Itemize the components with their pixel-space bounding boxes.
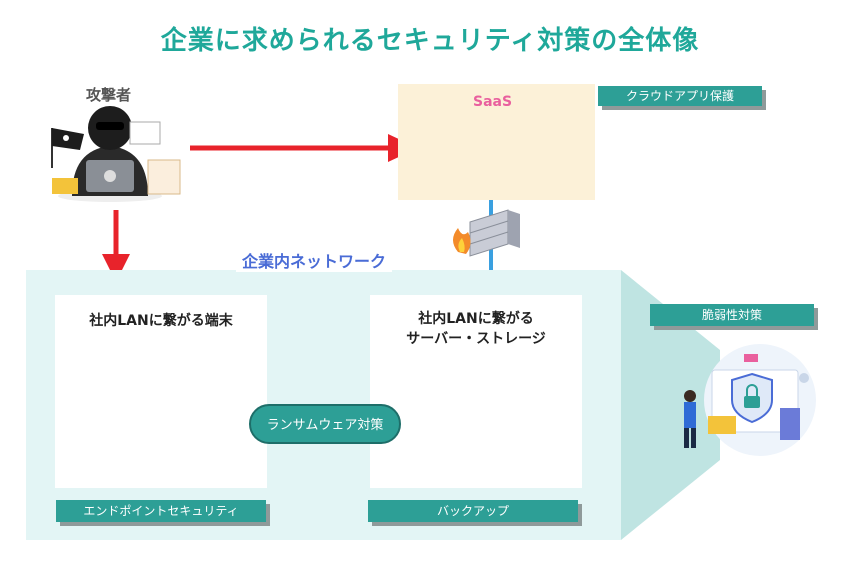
page-title: 企業に求められるセキュリティ対策の全体像 xyxy=(160,26,700,56)
endpoint-title: 社内LANに繋がる端末 xyxy=(89,313,233,329)
security-shield-icon xyxy=(684,344,816,456)
hacker-icon xyxy=(58,106,162,202)
network-label: 企業内ネットワーク xyxy=(236,248,393,272)
cloud-app-protection-tag: クラウドアプリ保護 xyxy=(598,86,762,106)
endpoint-security-tag: エンドポイントセキュリティ xyxy=(56,500,266,522)
pirate-flag-icon xyxy=(51,128,84,168)
backup-tag: バックアップ xyxy=(368,500,578,522)
attack-arrow-right xyxy=(190,134,418,162)
saas-label: SaaS xyxy=(473,94,513,110)
server-title: 社内LANに繋がる サーバー・ストレージ xyxy=(406,311,546,347)
saas-box xyxy=(398,84,595,200)
firewall-icon xyxy=(453,209,520,257)
endpoint-card: 社内LANに繋がる端末 xyxy=(55,295,267,488)
attack-arrow-down xyxy=(102,210,130,282)
ransomware-pill: ランサムウェア対策 xyxy=(249,404,401,444)
document-icons xyxy=(52,121,181,195)
server-card: 社内LANに繋がる サーバー・ストレージ xyxy=(370,295,582,488)
attacker-label: 攻撃者 xyxy=(86,86,132,104)
network-extension xyxy=(621,270,720,540)
vulnerability-tag: 脆弱性対策 xyxy=(650,304,814,326)
